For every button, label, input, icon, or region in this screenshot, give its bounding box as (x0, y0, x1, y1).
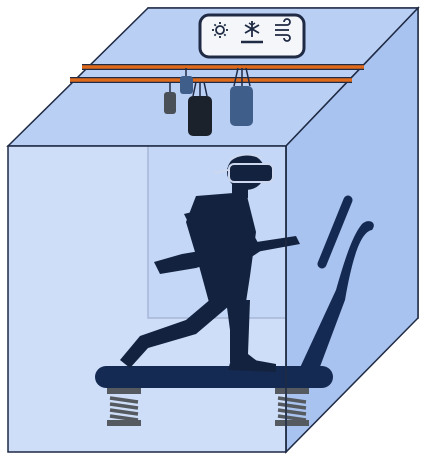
air-conditioner (200, 15, 304, 57)
treadmill-deck (95, 366, 333, 388)
